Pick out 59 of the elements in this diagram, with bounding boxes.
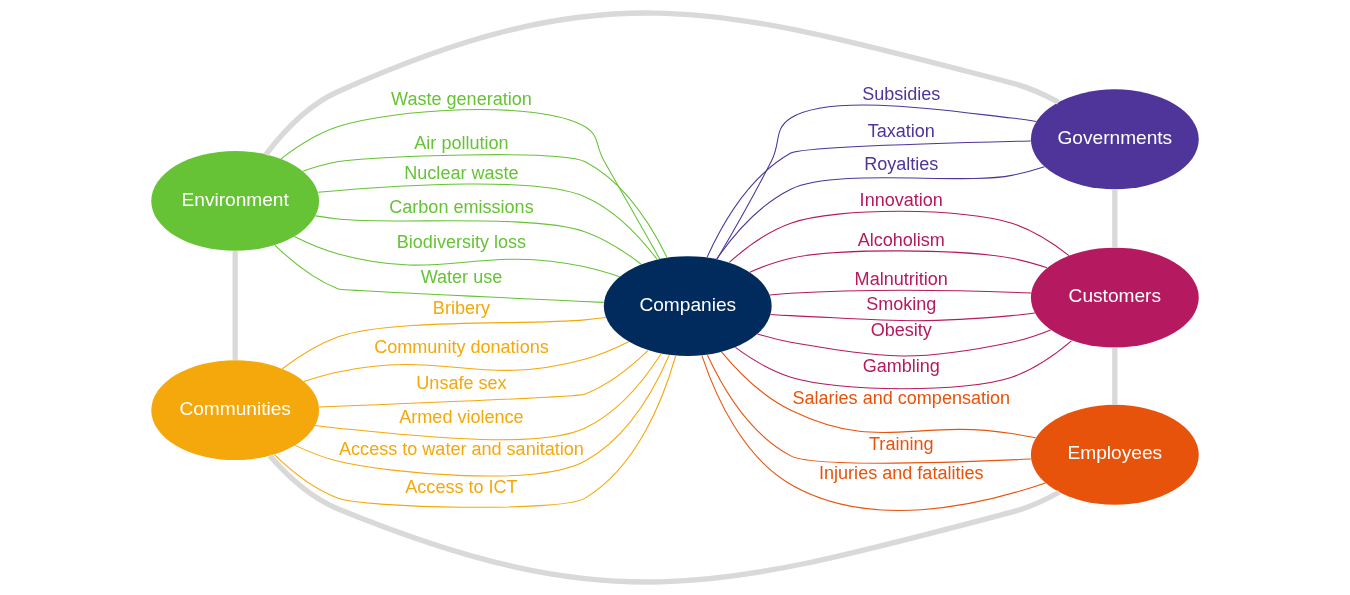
edge-label: Waste generation [391,88,532,109]
connector [303,341,630,383]
connector [267,453,1061,585]
connector [232,250,238,360]
connector [273,354,677,508]
edge-label: Nuclear waste [404,163,519,184]
node-ellipse: Governments [1030,89,1199,190]
edge-label: Unsafe sex [416,372,507,393]
connector [770,312,1036,322]
connector [1112,347,1118,405]
connector [716,166,1046,260]
connector [263,10,1060,156]
edge-label: Biodiversity loss [396,232,527,253]
edge-label: Alcoholism [857,230,945,251]
edge-label: Taxation [867,120,935,141]
node-ellipse: Employees [1030,404,1199,505]
edge-label: Gambling [862,355,940,376]
edge-label: Injuries and fatalities [819,462,984,483]
edge-label: Bribery [432,298,491,319]
connector [769,289,1032,296]
edge-label: Obesity [870,320,932,341]
node-ellipse: Environment [151,150,320,251]
connector [706,354,1032,464]
connector [281,316,607,370]
connector [734,340,1072,390]
connector [314,215,642,265]
edge-label: Water use [420,267,503,288]
connector [293,236,621,278]
edge-label: Smoking [866,293,937,314]
edge-label: Access to water and sanitation [339,439,584,460]
edge-label: Training [869,434,934,455]
connector [1112,189,1118,248]
connector [701,354,1046,511]
connector [706,140,1032,258]
edge-label: Air pollution [414,133,509,154]
edge-label: Royalties [864,153,939,174]
connector [274,244,605,303]
edge-label: Community donations [374,337,549,358]
edge-label: Malnutrition [854,269,948,290]
connector [280,109,661,260]
connector [749,250,1048,273]
edge-label: Armed violence [399,406,524,427]
edge-label: Subsidies [862,83,941,104]
connector [294,354,670,477]
connector [318,350,649,408]
connector [720,351,1037,439]
connector [302,154,668,259]
connector [314,353,662,441]
connector [728,210,1070,263]
edge-label: Access to ICT [405,476,518,497]
connector [317,183,658,260]
node-ellipse: Communities [151,360,320,461]
connector [716,104,1037,260]
connector [757,329,1052,357]
edge-label: Carbon emissions [389,197,534,218]
node-ellipse: Customers [1030,247,1199,348]
edge-label: Innovation [859,189,943,210]
node-ellipse: Companies [603,256,772,356]
edge-label: Salaries and compensation [792,388,1011,409]
